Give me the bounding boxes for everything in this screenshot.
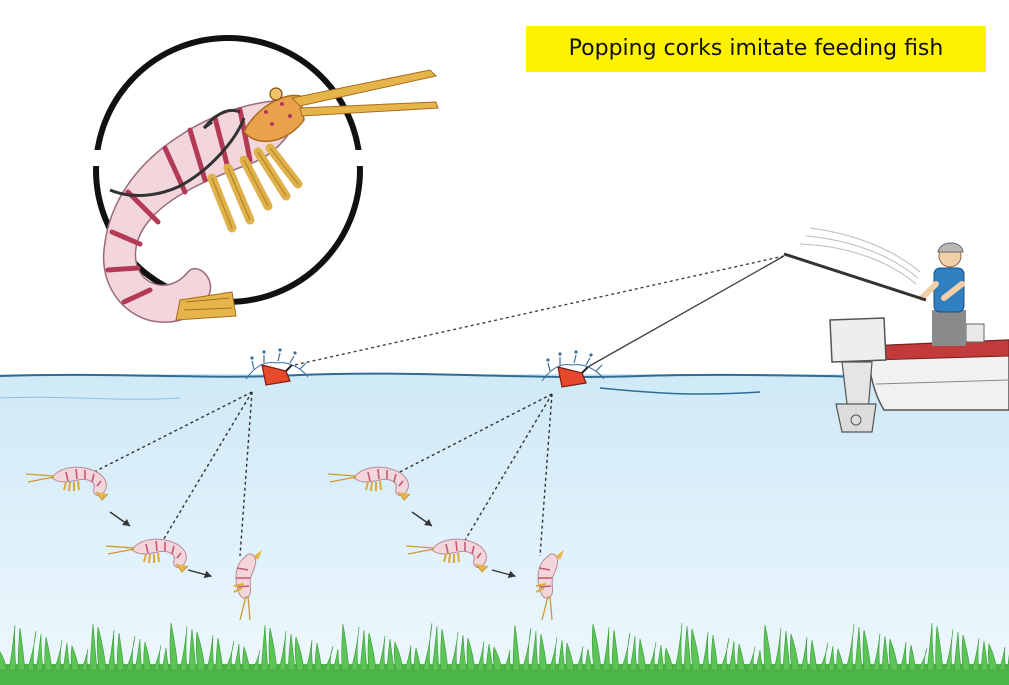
caption-box: Popping corks imitate feeding fish xyxy=(526,26,986,72)
water-surface-line xyxy=(0,372,1009,379)
shrimp-icon xyxy=(102,69,439,323)
grass-icon xyxy=(0,622,1009,685)
outboard-motor-icon xyxy=(829,317,887,433)
fishing-rod xyxy=(783,252,927,302)
leader-lines-right xyxy=(391,393,553,557)
fishing-line-left xyxy=(289,255,785,367)
angler-icon xyxy=(783,227,966,346)
boat-icon xyxy=(867,323,1009,411)
fishing-line-right xyxy=(585,255,785,369)
leader-lines-left xyxy=(89,391,253,557)
